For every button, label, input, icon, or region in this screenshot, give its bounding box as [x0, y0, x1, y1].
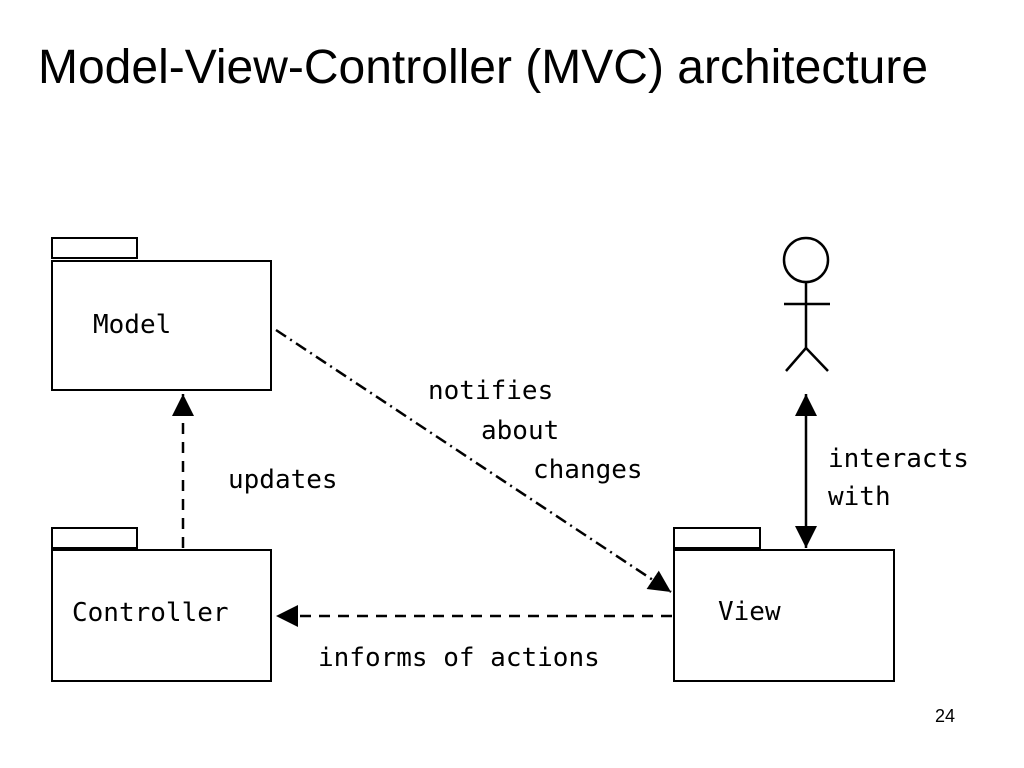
notifies-arrow — [275, 328, 672, 594]
informs-label: informs of actions — [318, 643, 600, 673]
actor-left-leg — [785, 347, 807, 372]
view-package: View — [673, 527, 895, 682]
interacts-label-line1: interacts — [828, 444, 969, 474]
notifies-label-line1: notifies — [428, 376, 553, 406]
view-label: View — [718, 597, 781, 627]
actor-right-leg — [805, 347, 829, 372]
page-number: 24 — [935, 706, 956, 726]
controller-package-tab — [51, 527, 138, 549]
user-actor-icon — [782, 236, 830, 372]
controller-label: Controller — [72, 598, 229, 628]
notifies-label-line3: changes — [533, 455, 643, 485]
model-label: Model — [93, 310, 171, 340]
slide-title: Model-View-Controller (MVC) architecture — [38, 41, 929, 94]
view-package-body — [673, 549, 895, 682]
actor-head — [782, 236, 830, 284]
model-package: Model — [51, 237, 272, 391]
model-package-body — [51, 260, 272, 391]
notifies-label-line2: about — [481, 416, 559, 446]
updates-label: updates — [228, 465, 338, 495]
controller-package-body — [51, 549, 272, 682]
view-package-tab — [673, 527, 761, 549]
interacts-label-line2: with — [828, 482, 891, 512]
model-package-tab — [51, 237, 138, 259]
controller-package: Controller — [51, 527, 272, 682]
